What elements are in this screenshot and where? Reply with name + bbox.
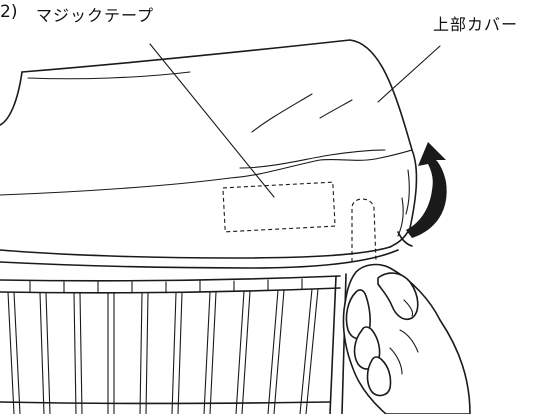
upper-cover-shape <box>0 39 418 269</box>
velcro-tape-label: マジックテープ <box>36 6 155 25</box>
cover-tab-outline <box>351 198 377 263</box>
velcro-tape-area <box>222 181 336 233</box>
curved-up-arrow-icon <box>406 142 447 238</box>
hand-illustration <box>342 263 471 415</box>
wire-grille <box>0 273 347 415</box>
velcro-tape-leader-line <box>149 43 275 198</box>
upper-cover-leader-line <box>377 45 441 103</box>
step-number: 2) <box>0 2 18 22</box>
upper-cover-label: 上部カバー <box>433 15 519 34</box>
